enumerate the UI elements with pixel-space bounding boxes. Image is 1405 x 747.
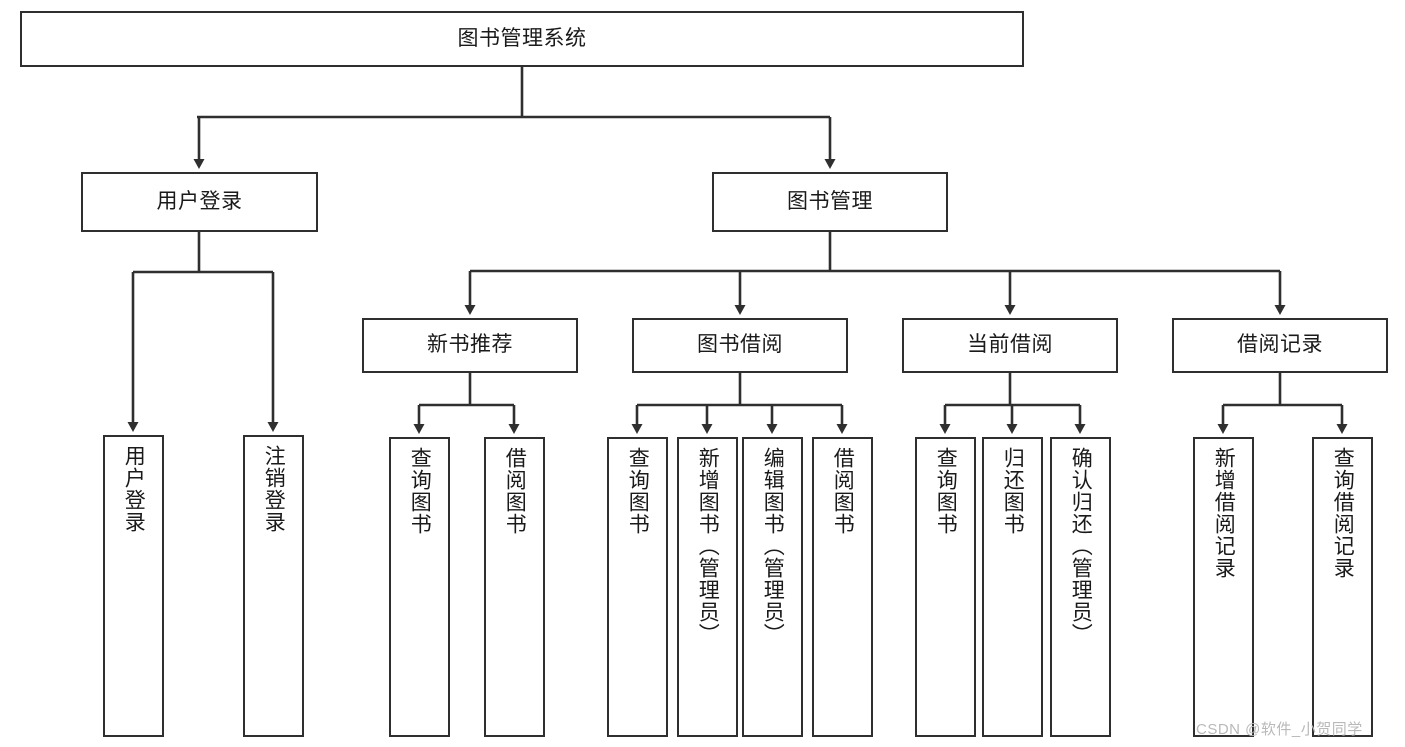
node-leaf-logout[interactable]: 注销登录 — [243, 435, 304, 737]
node-leaf-borrow-book[interactable]: 借阅图书 — [812, 437, 873, 737]
node-leaf-confirm-return-admin[interactable]: 确认归还（管理员） — [1050, 437, 1111, 737]
node-leaf-add-book-admin-label: 新增图书（管理员） — [696, 447, 720, 645]
node-leaf-return-book-label: 归还图书 — [1001, 447, 1025, 535]
node-leaf-edit-book-admin-label: 编辑图书（管理员） — [761, 447, 785, 645]
node-leaf-edit-book-admin[interactable]: 编辑图书（管理员） — [742, 437, 803, 737]
node-leaf-query-books-current[interactable]: 查询图书 — [915, 437, 976, 737]
node-leaf-borrow-books-recommend-label: 借阅图书 — [503, 447, 527, 535]
node-leaf-add-book-admin[interactable]: 新增图书（管理员） — [677, 437, 738, 737]
node-leaf-query-books-recommend-label: 查询图书 — [408, 447, 432, 535]
node-new-book-recommend[interactable]: 新书推荐 — [362, 318, 578, 373]
node-leaf-query-books-recommend[interactable]: 查询图书 — [389, 437, 450, 737]
node-borrow-records-label: 借阅记录 — [1237, 333, 1323, 357]
node-leaf-query-books-borrow[interactable]: 查询图书 — [607, 437, 668, 737]
node-leaf-user-login-label: 用户登录 — [122, 445, 146, 533]
node-leaf-query-books-borrow-label: 查询图书 — [626, 447, 650, 535]
node-leaf-query-borrow-record[interactable]: 查询借阅记录 — [1312, 437, 1373, 737]
node-leaf-query-borrow-record-label: 查询借阅记录 — [1331, 447, 1355, 579]
node-root-label: 图书管理系统 — [457, 26, 587, 50]
node-root[interactable]: 图书管理系统 — [20, 11, 1024, 67]
node-user-login[interactable]: 用户登录 — [81, 172, 318, 232]
node-current-borrow[interactable]: 当前借阅 — [902, 318, 1118, 373]
node-new-book-recommend-label: 新书推荐 — [427, 333, 513, 357]
node-book-borrow[interactable]: 图书借阅 — [632, 318, 848, 373]
node-leaf-add-borrow-record[interactable]: 新增借阅记录 — [1193, 437, 1254, 737]
node-user-login-label: 用户登录 — [156, 189, 243, 213]
node-leaf-borrow-books-recommend[interactable]: 借阅图书 — [484, 437, 545, 737]
node-leaf-logout-label: 注销登录 — [262, 445, 286, 533]
node-book-management-label: 图书管理 — [787, 189, 873, 213]
node-leaf-confirm-return-admin-label: 确认归还（管理员） — [1069, 447, 1093, 645]
node-current-borrow-label: 当前借阅 — [967, 333, 1053, 357]
node-leaf-return-book[interactable]: 归还图书 — [982, 437, 1043, 737]
node-borrow-records[interactable]: 借阅记录 — [1172, 318, 1388, 373]
node-book-borrow-label: 图书借阅 — [697, 333, 783, 357]
node-leaf-query-books-current-label: 查询图书 — [934, 447, 958, 535]
node-book-management[interactable]: 图书管理 — [712, 172, 948, 232]
csdn-watermark: CSDN @软件_小贺同学 — [1196, 721, 1363, 738]
node-leaf-borrow-book-label: 借阅图书 — [831, 447, 855, 535]
node-leaf-add-borrow-record-label: 新增借阅记录 — [1212, 447, 1236, 579]
node-leaf-user-login[interactable]: 用户登录 — [103, 435, 164, 737]
